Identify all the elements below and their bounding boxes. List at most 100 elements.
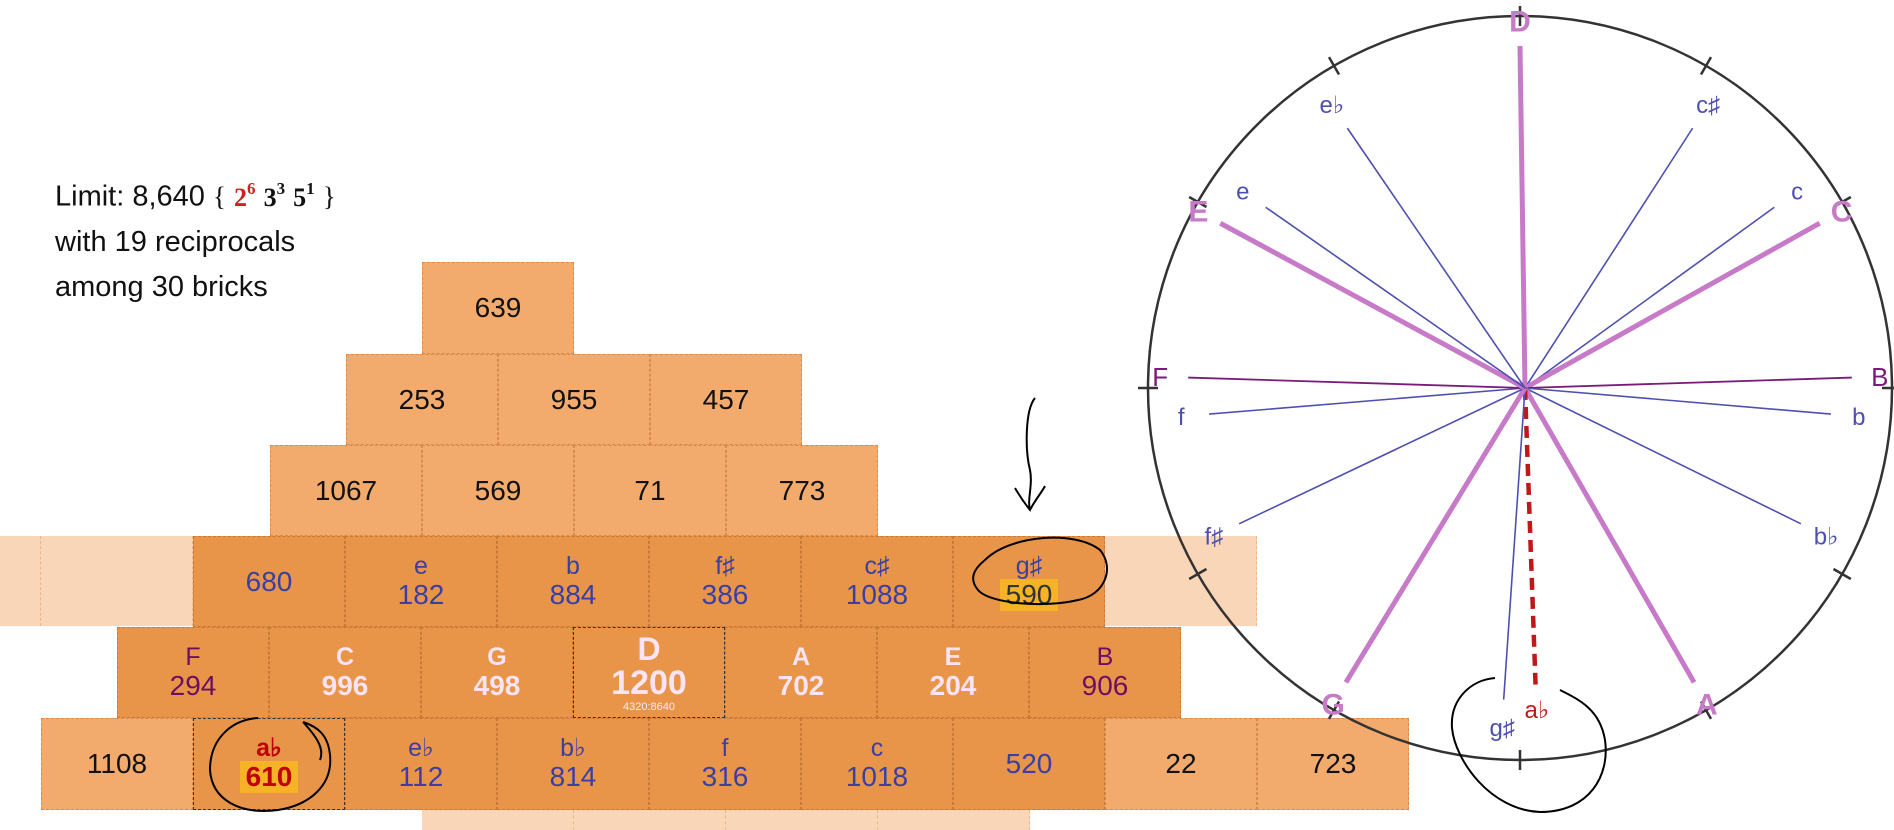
brick-value: 996 [321,669,369,701]
spoke-e [1265,206,1526,389]
brick-680: 680 [193,536,345,627]
note-label-A: A [1696,688,1718,721]
brick-1067: 1067 [270,445,422,536]
brick-note: D [637,630,661,667]
brick-note: e♭ [408,734,434,762]
brick-note: A [791,642,811,671]
factor-3: 33 [263,179,286,212]
brick-G-498: G 498 [421,627,573,718]
brick-955: 955 [498,354,650,445]
limit-caption: Limit: 8,640 { 26 33 51 } with 19 recipr… [55,168,336,310]
brick-fsharp-386: f♯ 386 [649,536,801,627]
brick-value: 1018 [845,761,909,792]
spoke-B [1524,376,1852,389]
brick-note: E [944,642,962,671]
brick-value: 520 [1005,748,1053,779]
brick-F-294: F 294 [117,627,269,718]
note-label-g♯: g♯ [1490,715,1515,742]
brick-value: 1200 [611,663,687,702]
brick-value: 253 [398,383,446,415]
spoke-E [1219,221,1527,391]
limit-open-brace: { [212,181,226,212]
brick-csharp-1088: c♯ 1088 [801,536,953,627]
brick-note: b♭ [560,734,586,762]
spoke-A [1522,386,1697,684]
brick-note: c♯ [864,551,890,580]
brick-value: 316 [701,761,749,792]
brick-253: 253 [346,354,498,445]
note-label-e♭: e♭ [1320,92,1345,119]
faded-brick [0,536,41,626]
spoke-e♭ [1346,127,1526,389]
note-label-D: D [1509,6,1531,39]
circle-spokes [1188,45,1852,700]
note-label-c: c [1791,178,1803,205]
spoke-b♭ [1524,387,1802,525]
spoke-f [1209,387,1526,415]
brick-value: 1067 [314,474,378,506]
faded-brick [878,810,1030,830]
circle-tick [1327,56,1341,76]
spoke-b [1524,387,1831,415]
factor-2: 26 [234,179,256,212]
note-label-b♭: b♭ [1814,523,1839,550]
brick-note: e [414,551,428,580]
brick-B-906: B 906 [1029,627,1181,718]
faded-brick [726,810,878,830]
brick-value: 22 [1165,748,1197,779]
brick-value: 955 [550,383,598,415]
brick-bflat-814: b♭ 814 [497,718,649,810]
factor-5: 51 [293,179,315,212]
brick-note: G [487,642,507,671]
brick-1108: 1108 [41,718,193,810]
spoke-c♯ [1524,127,1694,389]
spoke-F [1188,376,1526,389]
brick-value: 71 [634,474,666,506]
brick-f-316: f 316 [649,718,801,810]
brick-note: c [870,734,884,762]
brick-value: 702 [777,669,825,701]
brick-value: 773 [778,474,826,506]
brick-520: 520 [953,718,1105,810]
circle-tick [1327,700,1341,720]
note-label-b: b [1852,404,1865,431]
brick-value: 884 [549,578,597,610]
spoke-G [1343,386,1528,684]
brick-note: f♯ [715,551,735,580]
limit-line-1: Limit: 8,640 { 26 33 51 } [55,168,336,220]
note-label-a♭: a♭ [1525,697,1550,724]
brick-value: 906 [1081,669,1129,701]
brick-value: 386 [701,578,749,610]
brick-value: 457 [702,383,750,415]
brick-C-996: C 996 [269,627,421,718]
note-label-c♯: c♯ [1696,92,1720,119]
brick-773: 773 [726,445,878,536]
note-label-f♯: f♯ [1205,523,1224,550]
brick-note: B [1096,642,1114,671]
brick-value: 723 [1309,748,1357,779]
spoke-a♭ [1522,387,1538,685]
faded-brick [41,536,193,626]
brick-value: 294 [169,669,217,701]
circle-tick [1188,567,1208,581]
brick-A-702: A 702 [725,627,877,718]
note-label-B: B [1871,362,1888,392]
brick-value: 1088 [845,578,909,610]
note-label-G: G [1322,688,1345,721]
limit-line-3: among 30 bricks [55,270,268,303]
brick-value: 814 [549,761,597,792]
faded-brick [574,810,726,830]
brick-value: 182 [397,578,445,610]
brick-value: 680 [245,565,293,597]
brick-value: 639 [474,292,522,323]
brick-value: 112 [398,761,444,792]
note-label-f: f [1178,404,1185,431]
limit-label: Limit: 8,640 [55,180,205,213]
faded-brick [422,810,574,830]
brick-E-204: E 204 [877,627,1029,718]
note-label-C: C [1831,196,1853,229]
brick-22: 22 [1105,718,1257,810]
brick-note: b [566,551,580,580]
spoke-D [1517,45,1528,389]
